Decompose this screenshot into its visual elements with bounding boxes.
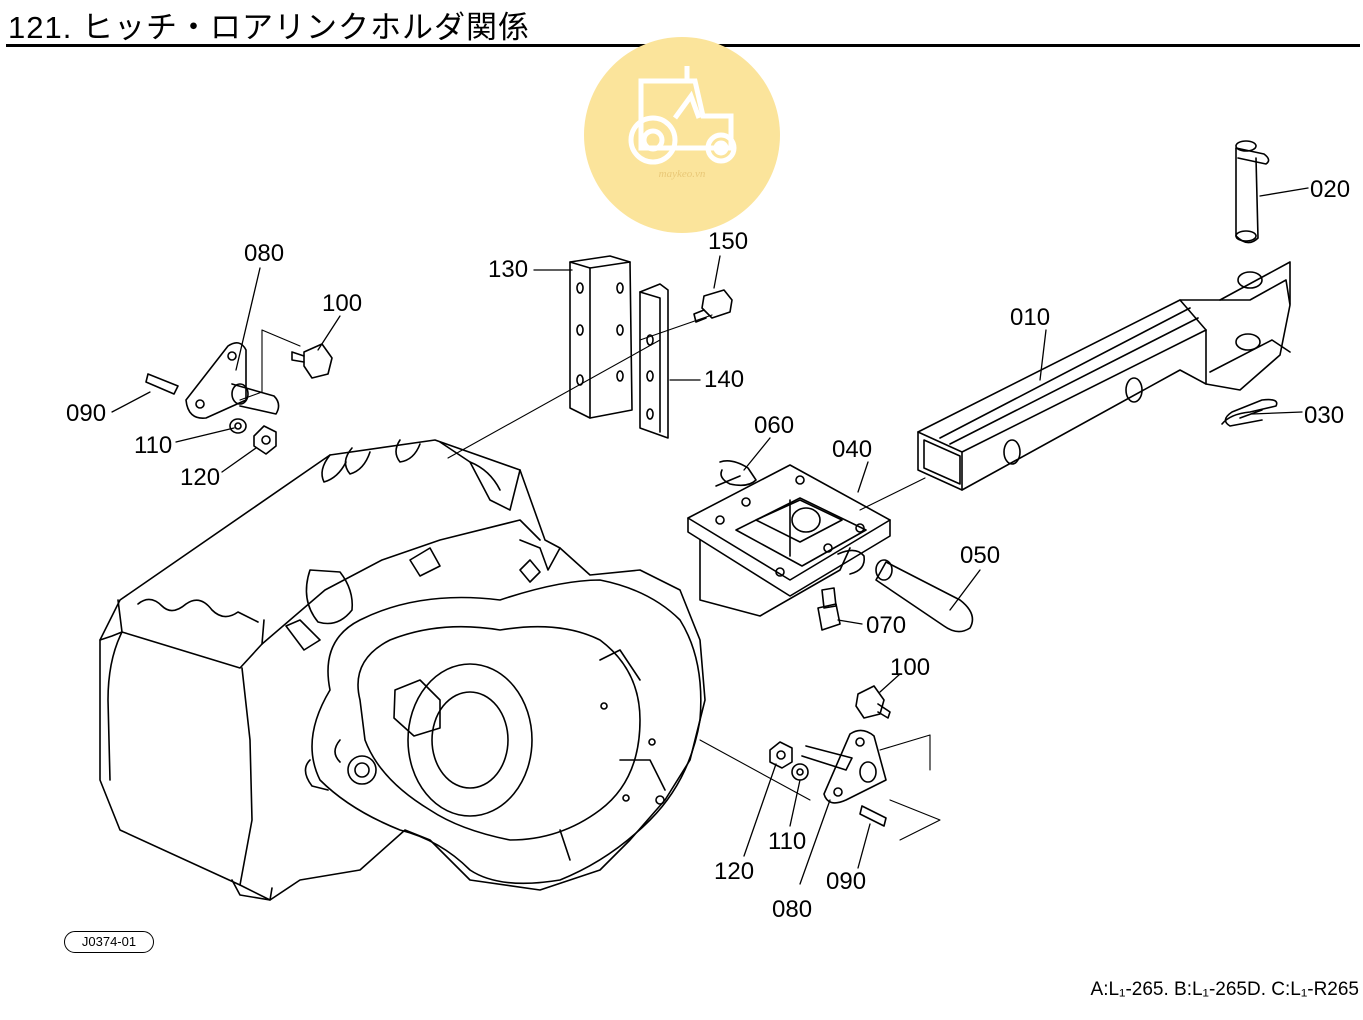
callout-070: 070	[866, 612, 907, 639]
callout-090-lower: 090	[826, 868, 867, 895]
callout-020: 020	[1310, 176, 1351, 203]
part-100-bolt-lower	[855, 685, 891, 719]
callout-090-upper: 090	[66, 400, 107, 427]
callout-110-upper: 110	[134, 432, 173, 459]
part-010-drawbar	[917, 261, 1291, 491]
model-applicability-note: A:L₁-265. B:L₁-265D. C:L₁-R265	[1090, 979, 1359, 1000]
part-150-bolt	[693, 289, 733, 323]
part-110-washer-lower	[791, 763, 809, 781]
watermark-circle	[584, 37, 780, 233]
callout-100-lower: 100	[890, 654, 931, 681]
part-070-bolt	[817, 587, 841, 631]
callout-080-lower: 080	[772, 896, 813, 923]
callout-leader-lines	[111, 187, 1309, 885]
part-140-plate	[639, 283, 669, 439]
part-130-bracket	[569, 255, 633, 419]
callout-030: 030	[1304, 402, 1345, 429]
callout-060: 060	[754, 412, 795, 439]
watermark-text: maykeo.vn	[659, 168, 706, 180]
drawing-code-badge: J0374-01	[64, 931, 154, 953]
callout-080-upper: 080	[244, 240, 285, 267]
callout-120-upper: 120	[180, 464, 221, 491]
part-090-stud-lower	[859, 805, 887, 827]
callout-150: 150	[708, 228, 749, 255]
part-120-nut-upper	[253, 425, 277, 455]
part-030-clip	[1221, 398, 1278, 427]
callout-040: 040	[832, 436, 873, 463]
part-050-pin	[875, 559, 974, 633]
callout-100-upper: 100	[322, 290, 363, 317]
watermark-logo: maykeo.vn	[584, 37, 780, 233]
callout-120-lower: 120	[714, 858, 755, 885]
part-040-hitch-bracket	[687, 464, 891, 617]
callout-140: 140	[704, 366, 745, 393]
callout-130: 130	[488, 256, 529, 283]
part-120-nut-lower	[769, 741, 793, 769]
part-110-washer-upper	[229, 418, 247, 434]
part-020-pin	[1235, 140, 1270, 244]
callout-110-lower: 110	[768, 828, 807, 855]
transmission-housing	[99, 439, 706, 901]
callout-050: 050	[960, 542, 1001, 569]
part-080-holder-lower	[801, 729, 887, 804]
part-100-bolt-upper	[291, 343, 333, 379]
part-060-clip	[715, 460, 757, 487]
callout-010: 010	[1010, 304, 1051, 331]
part-080-holder-upper	[185, 342, 280, 419]
part-090-stud-upper	[145, 373, 179, 395]
tractor-icon	[628, 66, 737, 165]
page-title: 121. ヒッチ・ロアリンクホルダ関係	[8, 10, 530, 45]
